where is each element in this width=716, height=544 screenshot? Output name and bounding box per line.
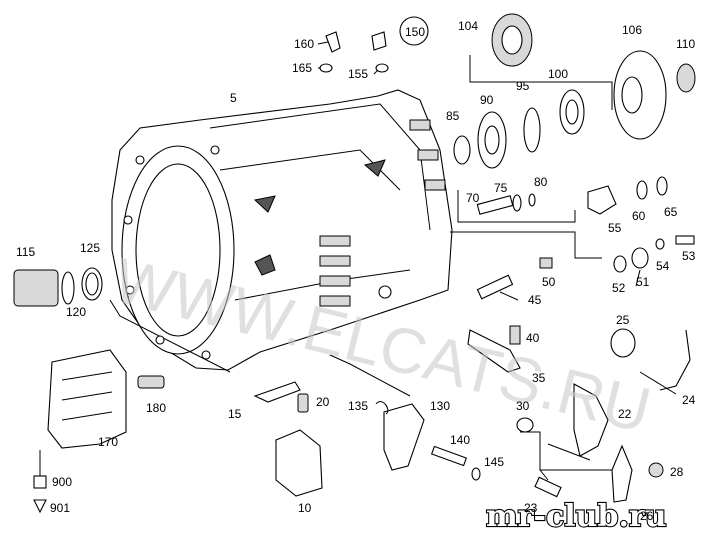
part-number-labels: 5 160 165 150 155 104 106 110 100 95 90 … <box>16 19 696 523</box>
label-25: 25 <box>616 313 630 327</box>
leader-lines <box>317 41 641 301</box>
label-130: 130 <box>430 399 450 413</box>
label-51: 51 <box>636 275 650 289</box>
top-parts <box>319 16 429 73</box>
label-100: 100 <box>548 67 568 81</box>
label-150: 150 <box>405 25 425 39</box>
label-20: 20 <box>316 395 330 409</box>
label-140: 140 <box>450 433 470 447</box>
label-54: 54 <box>656 259 670 273</box>
label-180: 180 <box>146 401 166 415</box>
label-145: 145 <box>484 455 504 469</box>
left-parts <box>13 267 165 514</box>
label-10: 10 <box>298 501 312 515</box>
label-104: 104 <box>458 19 478 33</box>
label-28: 28 <box>670 465 684 479</box>
label-901: 901 <box>50 501 70 515</box>
label-80: 80 <box>534 175 548 189</box>
label-106: 106 <box>622 23 642 37</box>
label-45: 45 <box>528 293 542 307</box>
label-53: 53 <box>682 249 696 263</box>
lever-parts <box>516 328 691 503</box>
label-160: 160 <box>294 37 314 51</box>
label-65: 65 <box>664 205 678 219</box>
label-15: 15 <box>228 407 242 421</box>
label-26: 26 <box>640 509 654 523</box>
label-120: 120 <box>66 305 86 319</box>
label-22: 22 <box>618 407 632 421</box>
label-40: 40 <box>526 331 540 345</box>
label-75: 75 <box>494 181 508 195</box>
label-115: 115 <box>16 245 35 259</box>
label-125: 125 <box>80 241 100 255</box>
label-95: 95 <box>516 79 530 93</box>
label-52: 52 <box>612 281 626 295</box>
label-35: 35 <box>532 371 546 385</box>
transmission-housing <box>109 89 453 373</box>
lower-parts <box>253 354 481 497</box>
rear-shaft-parts <box>453 13 696 169</box>
label-23: 23 <box>524 501 538 515</box>
label-85: 85 <box>446 109 460 123</box>
label-90: 90 <box>480 93 494 107</box>
label-170: 170 <box>98 435 118 449</box>
label-165: 165 <box>292 61 312 75</box>
label-50: 50 <box>542 275 556 289</box>
label-70: 70 <box>466 191 480 205</box>
label-60: 60 <box>632 209 646 223</box>
label-5: 5 <box>230 91 237 105</box>
label-55: 55 <box>608 221 622 235</box>
selector-parts <box>450 176 695 373</box>
label-24: 24 <box>682 393 696 407</box>
brand-logo: mr-club.ru <box>486 499 667 534</box>
label-110: 110 <box>676 37 695 51</box>
label-30: 30 <box>516 399 530 413</box>
label-155: 155 <box>348 67 368 81</box>
label-135: 135 <box>348 399 368 413</box>
label-900: 900 <box>52 475 72 489</box>
